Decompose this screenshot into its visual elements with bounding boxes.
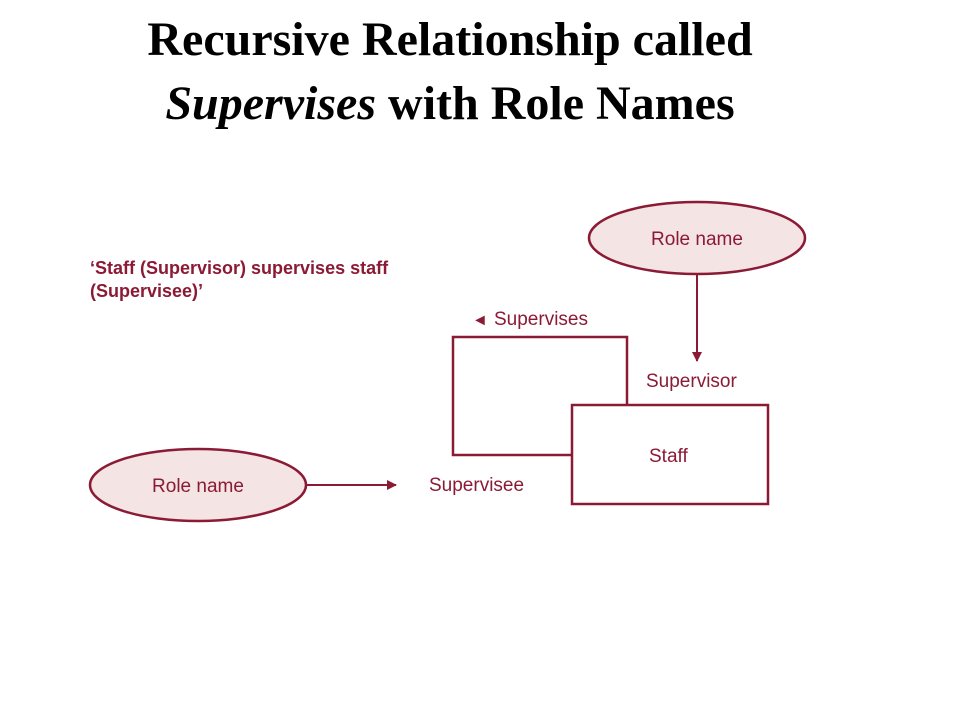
quote-line-2: (Supervisee)’ — [90, 281, 203, 301]
role-name-top-label: Role name — [651, 229, 743, 250]
quote-line-1: ‘Staff (Supervisor) supervises staff — [90, 258, 389, 278]
recursive-relationship-line — [451, 335, 629, 457]
title-line-2-rest: with Role Names — [376, 77, 735, 130]
relationship-label: Supervises — [494, 309, 588, 330]
role-name-left-label: Role name — [152, 476, 244, 497]
title-italic-term: Supervises — [165, 77, 377, 130]
role-supervisor-label: Supervisor — [646, 371, 737, 392]
staff-entity-label: Staff — [649, 446, 688, 467]
staff-entity-box — [570, 403, 770, 506]
title-line-1: Recursive Relationship called — [147, 13, 753, 66]
title-line-2: Supervises with Role Names — [0, 72, 900, 136]
slide-title: Recursive Relationship called Supervises… — [0, 8, 900, 136]
role-supervisee-label: Supervisee — [429, 475, 524, 496]
relationship-direction-glyph: ◄ — [472, 312, 488, 329]
